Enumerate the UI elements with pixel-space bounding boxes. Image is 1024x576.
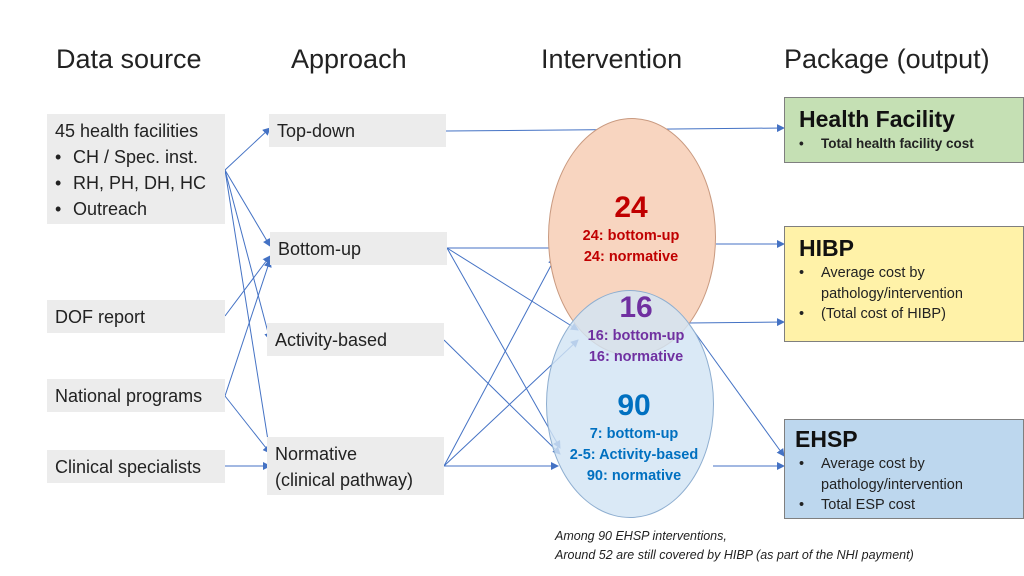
approach-normative: Normative (clinical pathway) (267, 437, 444, 495)
arrow-facilities-bottomup (224, 169, 271, 247)
list-item: CH / Spec. inst. (55, 144, 217, 170)
arrow-normative-hibp (443, 257, 556, 467)
ehsp-line1: 7: bottom-up (589, 426, 679, 442)
overlap-count: 16 (619, 291, 653, 324)
header-approach: Approach (291, 44, 407, 74)
package-health-facility-title: Health Facility (799, 106, 955, 132)
header-package: Package (output) (784, 44, 990, 74)
list-item: (Total cost of HIBP) (799, 304, 997, 325)
overlap-line1: 16: bottom-up (587, 328, 685, 344)
list-item: RH, PH, DH, HC (55, 170, 217, 196)
approach-activity-based: Activity-based (267, 323, 444, 356)
arrow-bottomup-ehsp (446, 247, 561, 449)
source-facilities-title: 45 health facilities (55, 121, 199, 141)
overlap-intervention-label: 16 16: bottom-up 16: normative (551, 290, 721, 368)
list-item: Average cost by pathology/intervention (799, 454, 1001, 495)
approach-normative-line2: (clinical pathway) (275, 470, 414, 490)
list-item: Total health facility cost (799, 134, 1013, 155)
source-health-facilities: 45 health facilities CH / Spec. inst. RH… (47, 114, 225, 224)
ehsp-intervention-ellipse (546, 290, 714, 518)
source-national-programs: National programs (47, 379, 225, 412)
approach-normative-line1: Normative (275, 444, 358, 464)
arrow-national-normative (224, 395, 271, 454)
arrow-national-bottomup (224, 259, 272, 397)
source-dof-report: DOF report (47, 300, 225, 333)
ehsp-line3: 90: normative (586, 468, 682, 484)
overlap-line2: 16: normative (588, 349, 684, 365)
arrow-bottomup-overlap (446, 247, 579, 331)
header-data-source: Data source (56, 44, 202, 74)
arrow-overlap-ehsp (687, 322, 785, 457)
ehsp-intervention-label: 90 7: bottom-up 2-5: Activity-based 90: … (549, 388, 719, 487)
package-hibp: HIBP Average cost by pathology/intervent… (784, 226, 1024, 342)
header-intervention: Intervention (541, 44, 683, 74)
arrow-facilities-normative (224, 169, 273, 454)
approach-top-down: Top-down (269, 114, 446, 147)
arrow-activity-ehsp (443, 339, 561, 455)
package-health-facility: Health Facility Total health facility co… (784, 97, 1024, 163)
arrow-dof-bottomup (224, 255, 271, 317)
hibp-count: 24 (614, 191, 648, 224)
ehsp-line2: 2-5: Activity-based (569, 447, 699, 463)
hibp-line1: 24: bottom-up (582, 228, 680, 244)
footnote: Among 90 EHSP interventions, Around 52 a… (555, 527, 914, 565)
source-facilities-list: CH / Spec. inst. RH, PH, DH, HC Outreach (55, 144, 217, 222)
package-ehsp: EHSP Average cost by pathology/intervent… (784, 419, 1024, 519)
footnote-line1: Among 90 EHSP interventions, (555, 529, 727, 543)
arrow-facilities-topdown (224, 127, 271, 171)
arrow-facilities-activity (224, 169, 273, 341)
hibp-line2: 24: normative (583, 249, 679, 265)
list-item: Outreach (55, 196, 217, 222)
footnote-line2: Around 52 are still covered by HIBP (as … (555, 548, 914, 562)
package-ehsp-title: EHSP (795, 426, 858, 452)
package-hibp-title: HIBP (799, 235, 854, 261)
approach-bottom-up: Bottom-up (270, 232, 447, 265)
arrow-overlap-pkg (687, 318, 785, 327)
source-clinical-specialists: Clinical specialists (47, 450, 225, 483)
list-item: Average cost by pathology/intervention (799, 263, 997, 304)
list-item: Total ESP cost (799, 495, 1001, 516)
ehsp-count: 90 (617, 389, 651, 422)
hibp-intervention-label: 24 24: bottom-up 24: normative (546, 190, 716, 268)
